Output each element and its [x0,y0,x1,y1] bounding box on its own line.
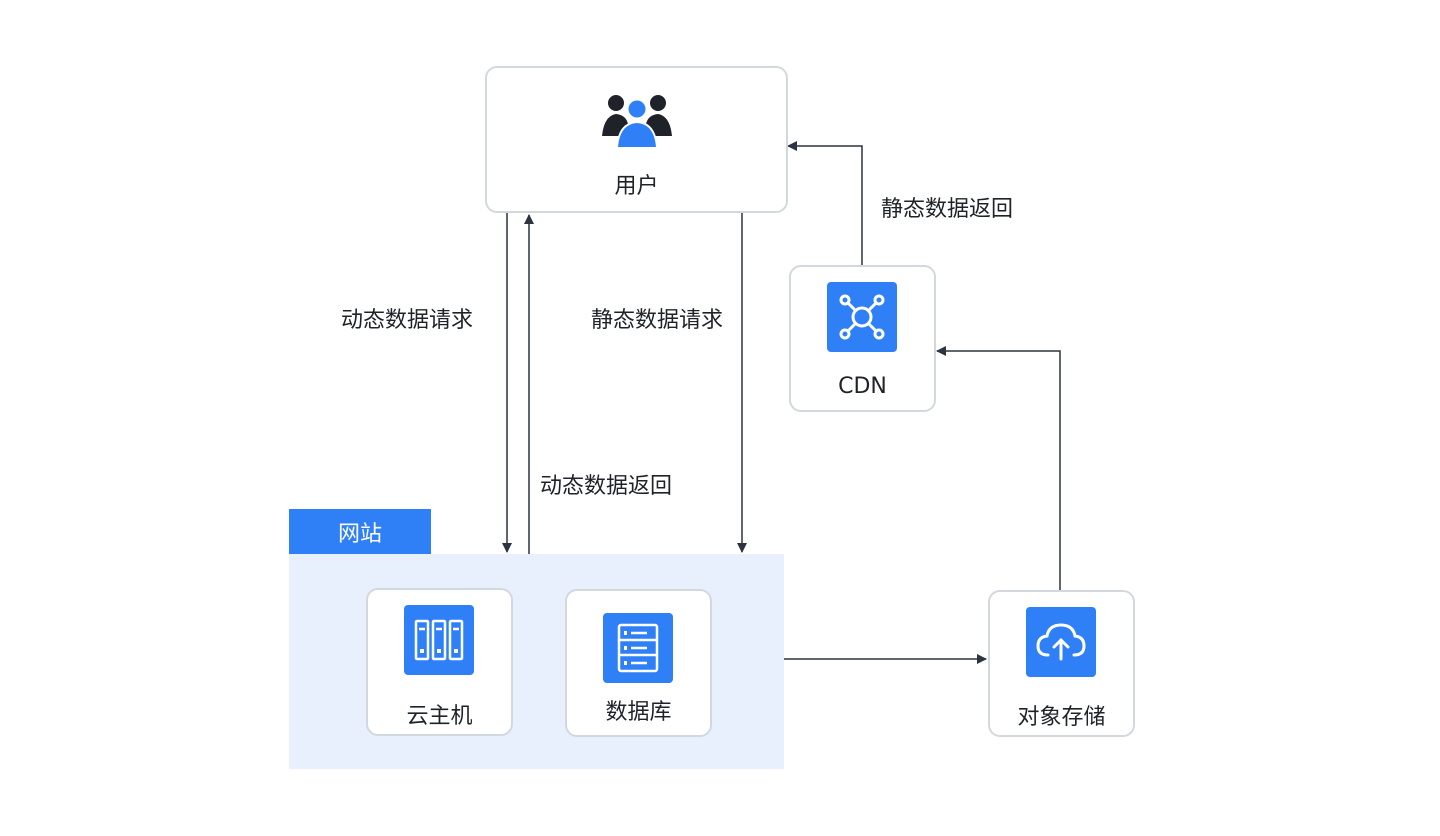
node-cdn[interactable]: CDN [789,265,936,412]
edge-label-dynamic-request: 动态数据请求 [341,308,474,333]
cloud-upload-icon [1026,607,1096,677]
edge-label-static-request: 静态数据请求 [591,308,724,333]
users-icon [602,90,672,150]
node-object-storage-label: 对象存储 [1017,705,1106,730]
node-cdn-label: CDN [838,374,887,399]
website-group-label: 网站 [289,509,431,554]
network-hub-icon [827,282,897,352]
edge-storage-to-cdn [936,346,1061,590]
node-user-label: 用户 [614,174,659,199]
database-icon [603,613,673,683]
node-object-storage[interactable]: 对象存储 [988,590,1135,737]
server-rack-icon [404,605,474,675]
node-user[interactable]: 用户 [485,66,788,213]
edge-static-return [787,141,863,265]
node-cloud-host[interactable]: 云主机 [366,588,513,736]
edge-label-static-return: 静态数据返回 [881,197,1014,222]
node-database[interactable]: 数据库 [565,589,712,737]
node-database-label: 数据库 [605,700,672,725]
node-cloud-host-label: 云主机 [406,704,473,729]
edge-label-dynamic-return: 动态数据返回 [540,474,673,499]
